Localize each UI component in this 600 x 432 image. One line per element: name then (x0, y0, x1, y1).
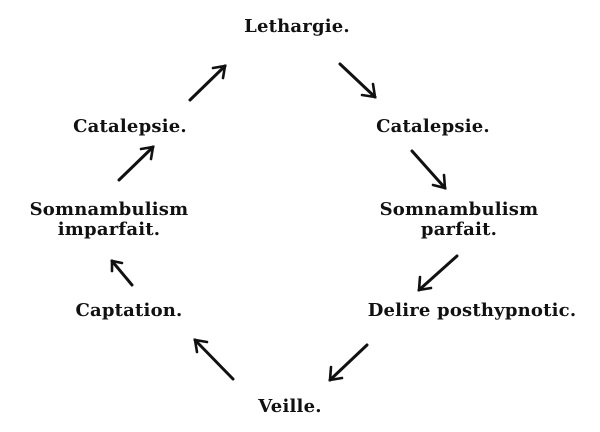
node-somnambulism-imparfait-line2: imparfait. (57, 219, 161, 240)
node-somnambulism-imparfait: Somnambulism imparfait. (30, 200, 189, 240)
node-somnambulism-parfait-line2: parfait. (420, 219, 498, 240)
arrow-somnambulism-parfait-to-delire (417, 254, 459, 292)
node-catalepsie-right: Catalepsie. (376, 117, 490, 137)
arrow-catalepsie-right-to-somnambulism-parfait (410, 149, 447, 190)
node-veille: Veille. (258, 397, 321, 417)
arrow-somnambulism-imparfait-to-catalepsie-left (117, 145, 155, 182)
arrow-veille-to-captation (193, 338, 235, 381)
arrow-delire-to-veille (328, 343, 369, 382)
node-somnambulism-parfait-line1: Somnambulism (379, 199, 539, 220)
arrow-catalepsie-left-to-lethargie (188, 64, 227, 102)
node-catalepsie-right-label: Catalepsie. (376, 116, 490, 137)
node-captation-label: Captation. (75, 300, 183, 321)
node-somnambulism-imparfait-line1: Somnambulism (29, 199, 189, 220)
node-delire-posthypnotic: Delire posthypnotic. (368, 301, 577, 321)
node-catalepsie-left: Catalepsie. (73, 117, 187, 137)
node-somnambulism-parfait: Somnambulism parfait. (380, 200, 539, 240)
node-delire-posthypnotic-label: Delire posthypnotic. (367, 300, 577, 321)
arrow-captation-to-somnambulism-imparfait (110, 259, 134, 287)
node-captation: Captation. (75, 301, 182, 321)
node-veille-label: Veille. (258, 396, 322, 417)
node-lethargie-label: Lethargie. (244, 16, 350, 37)
node-catalepsie-left-label: Catalepsie. (73, 116, 187, 137)
node-lethargie: Lethargie. (244, 17, 350, 37)
arrow-lethargie-to-catalepsie-right (338, 62, 377, 99)
